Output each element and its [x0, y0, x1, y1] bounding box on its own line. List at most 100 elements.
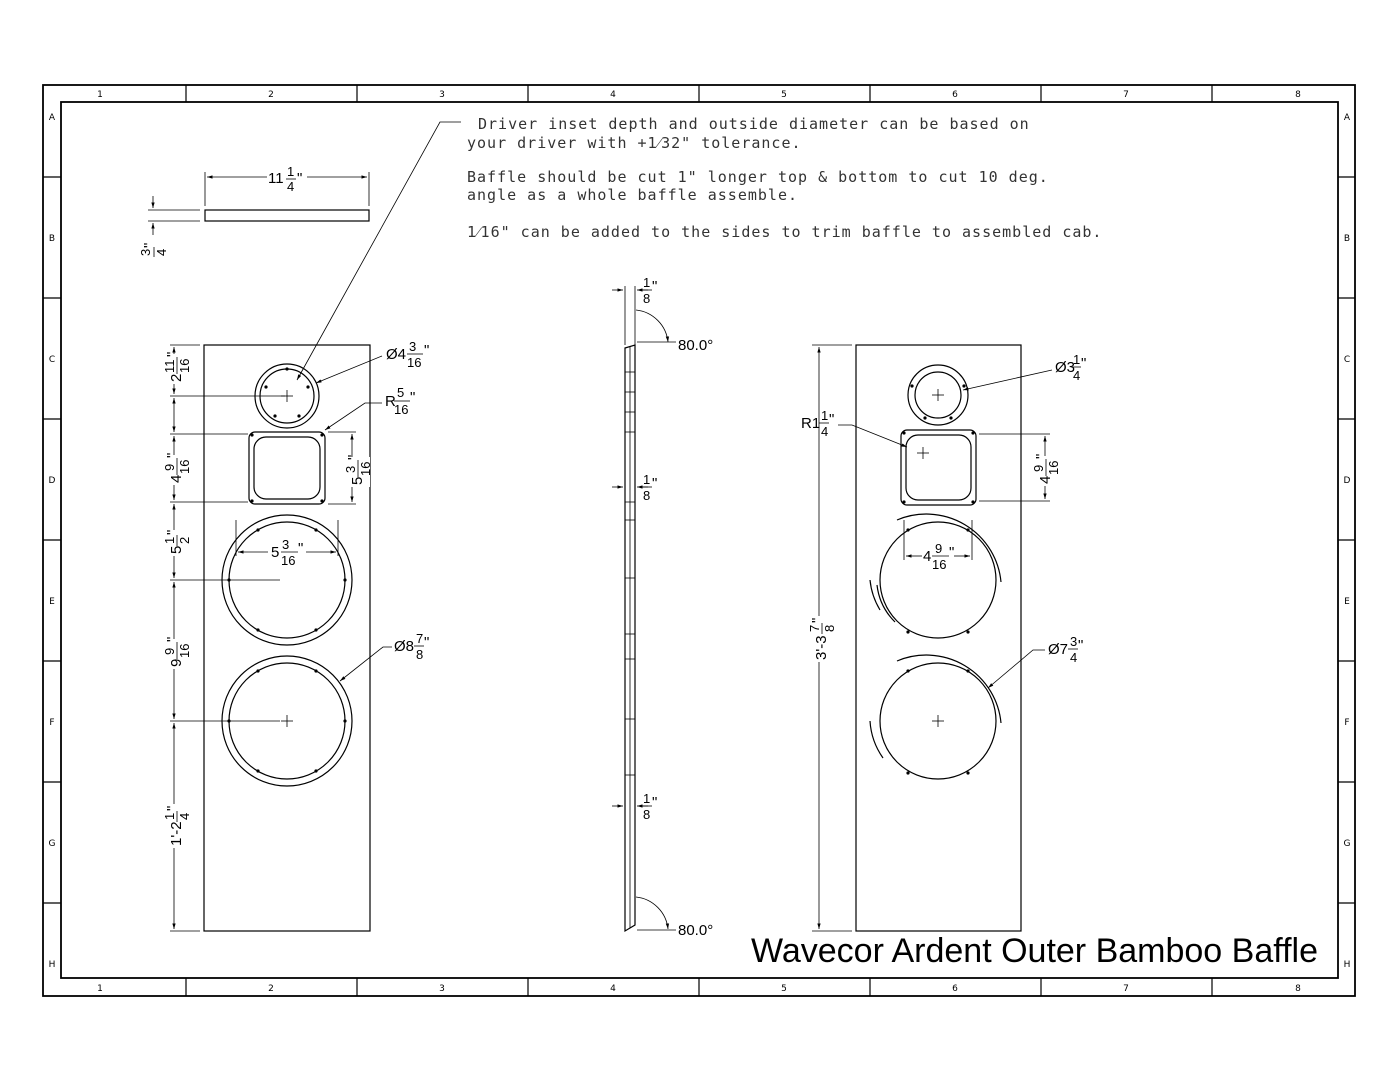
zone-row-b-left: B — [49, 234, 55, 244]
top-width-whole: 11 — [268, 170, 284, 187]
rear-height-whole: 3'-3 — [813, 635, 830, 660]
svg-text:": " — [410, 389, 415, 406]
rear-baffle-view: 3'-3 7 8 " 4 9 16 " 4 9 16 " Ø3 1 — [801, 344, 1086, 932]
front-bottom-den: 4 — [177, 813, 192, 820]
rear-woofer-1-cutout — [879, 521, 997, 639]
front-woofer-dia-whole: Ø8 — [394, 638, 414, 655]
side-top-num: 1 — [643, 275, 650, 290]
svg-text:": " — [164, 806, 181, 811]
zone-col-7-top: 7 — [1123, 90, 1129, 100]
rear-baffle-outline — [855, 344, 1022, 932]
svg-text:": " — [164, 352, 181, 357]
svg-text:": " — [298, 540, 303, 557]
svg-text:": " — [424, 342, 429, 359]
notes: Driver inset depth and outside diameter … — [296, 115, 1101, 381]
zone-col-5-bottom: 5 — [781, 984, 787, 994]
drawing-title: Wavecor Ardent Outer Bamboo Baffle — [751, 932, 1318, 970]
zone-row-h-left: H — [49, 960, 56, 970]
svg-text:": " — [345, 455, 362, 460]
zone-col-2-bottom: 2 — [268, 984, 274, 994]
zone-labels: 1 2 3 4 5 6 7 8 1 2 3 4 5 6 7 8 A B C D … — [49, 90, 1351, 994]
front-corner-r-den: 16 — [394, 402, 408, 417]
svg-text:": " — [164, 530, 181, 535]
zone-row-a-left: A — [49, 113, 56, 123]
rear-corner-r-den: 4 — [821, 424, 828, 439]
note-leader — [296, 121, 461, 381]
front-tweeter-dia-whole: Ø4 — [386, 346, 406, 363]
front-square-w-num: 3 — [343, 466, 358, 473]
svg-text:": " — [1081, 355, 1086, 372]
front-woofer-dia-num: 7 — [416, 631, 423, 646]
side-bot-den: 8 — [643, 807, 650, 822]
side-mid-den: 8 — [643, 488, 650, 503]
zone-col-2-top: 2 — [268, 90, 274, 100]
front-mid-cutout — [253, 436, 321, 500]
zone-col-1-bottom: 1 — [97, 984, 103, 994]
rear-woofer-dia-whole: Ø7 — [1048, 641, 1068, 658]
front-square-h-num: 9 — [162, 464, 177, 471]
rear-woofer-inner-den: 16 — [932, 557, 946, 572]
zone-row-e-right: E — [1344, 597, 1350, 607]
front-woofer-inner-whole: 5 — [271, 544, 279, 561]
svg-text:": " — [652, 278, 657, 295]
front-woofer-inner-den: 16 — [281, 553, 295, 568]
side-profile — [624, 344, 636, 933]
front-corner-r-whole: R — [385, 393, 396, 410]
front-tweeter-dia-den: 16 — [407, 355, 421, 370]
zone-col-3-top: 3 — [439, 90, 445, 100]
front-tweeter-dia-num: 3 — [409, 339, 416, 354]
rear-square-h-num: 9 — [1031, 465, 1046, 472]
front-square-gap-num: 1 — [162, 537, 177, 544]
zone-row-g-right: G — [1344, 839, 1351, 849]
rear-woofer-inner-whole: 4 — [923, 548, 931, 565]
zone-row-a-right: A — [1344, 113, 1351, 123]
note-line-4: angle as a whole baffle assemble. — [467, 186, 798, 204]
front-baffle-view: 2 11 16 " 4 9 16 " 5 1 2 " 9 9 16 — [162, 339, 429, 932]
rear-woofer-inner-num: 9 — [935, 541, 942, 556]
front-baffle-outline — [203, 344, 371, 932]
side-angle-top: 80.0° — [678, 337, 713, 354]
zone-col-4-bottom: 4 — [610, 984, 616, 994]
top-width-num: 1 — [287, 164, 294, 179]
zone-row-c-right: C — [1344, 355, 1350, 365]
front-bottom-whole: 1'-2 — [168, 821, 185, 846]
side-mid-num: 1 — [643, 472, 650, 487]
side-section-view: 1 8 " 1 8 " 1 8 " 80.0° 80.0° — [612, 275, 713, 939]
rear-mid-flange — [900, 429, 977, 506]
front-square-w-whole: 5 — [349, 477, 366, 485]
svg-text:": " — [652, 794, 657, 811]
side-top-den: 8 — [643, 291, 650, 306]
front-tweeter-gap-num: 11 — [162, 360, 177, 374]
front-square-gap-den: 2 — [177, 537, 192, 544]
front-woofer-spacing-whole: 9 — [168, 659, 185, 667]
svg-text:": " — [652, 475, 657, 492]
zone-row-c-left: C — [49, 355, 55, 365]
zone-row-b-right: B — [1344, 234, 1350, 244]
front-bottom-num: 1 — [162, 813, 177, 820]
rear-corner-r-num: 1 — [821, 408, 828, 423]
zone-row-e-left: E — [49, 597, 55, 607]
sheet-border — [42, 84, 1356, 997]
svg-text:": " — [141, 243, 158, 248]
svg-text:": " — [1033, 454, 1050, 459]
svg-text:": " — [829, 411, 834, 428]
front-woofer-spacing-num: 9 — [162, 648, 177, 655]
rear-height-den: 8 — [822, 625, 837, 632]
zone-row-h-right: H — [1344, 960, 1351, 970]
zone-col-3-bottom: 3 — [439, 984, 445, 994]
rear-square-h-den: 16 — [1046, 461, 1061, 475]
rear-woofer-2-cutout — [879, 662, 997, 780]
zone-row-d-right: D — [1344, 476, 1351, 486]
note-line-1: Driver inset depth and outside diameter … — [478, 115, 1030, 133]
svg-text:": " — [949, 544, 954, 561]
rear-tweeter-dia-den: 4 — [1073, 368, 1080, 383]
front-corner-r-num: 5 — [397, 385, 404, 400]
front-tweeter-gap-whole: 2 — [168, 374, 185, 382]
zone-row-d-left: D — [49, 476, 56, 486]
zone-col-8-top: 8 — [1295, 90, 1301, 100]
svg-text:": " — [297, 170, 302, 187]
top-view: 11 1 4 " 3 4 " — [138, 164, 370, 257]
zone-row-f-right: F — [1344, 718, 1349, 728]
zone-row-f-left: F — [49, 718, 54, 728]
